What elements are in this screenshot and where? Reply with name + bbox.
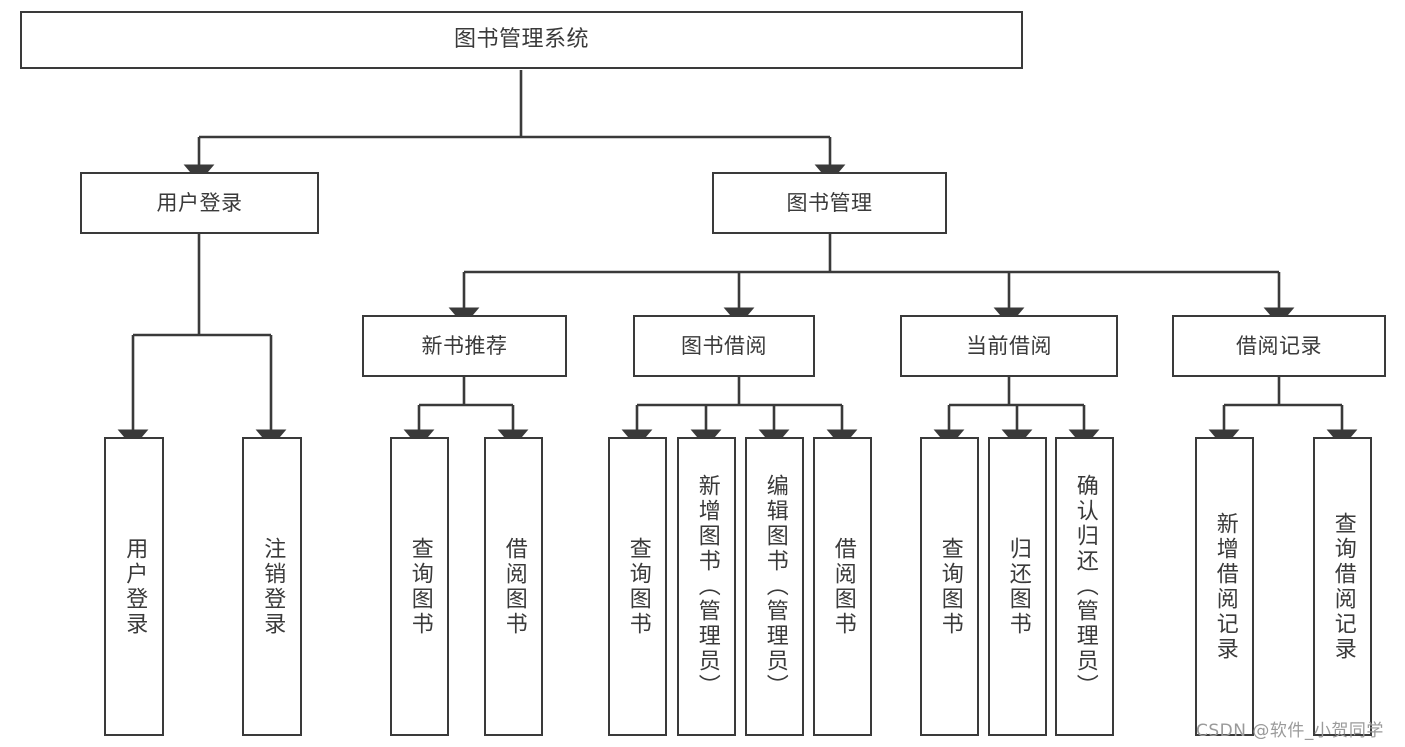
node-leaf-return-book-label: 归还图书 [1005,536,1031,637]
node-user-login-label: 用户登录 [156,190,243,215]
node-new-book-recommend[interactable]: 新书推荐 [362,315,567,377]
node-root[interactable]: 图书管理系统 [20,11,1023,69]
node-leaf-query-book-3[interactable]: 查询图书 [920,437,979,736]
node-current-borrow[interactable]: 当前借阅 [900,315,1118,377]
node-new-book-recommend-label: 新书推荐 [421,333,508,358]
node-leaf-add-book[interactable]: 新增图书（管理员） [677,437,736,736]
node-leaf-user-login-label: 用户登录 [122,536,148,637]
node-user-login[interactable]: 用户登录 [80,172,319,234]
node-leaf-return-book[interactable]: 归还图书 [988,437,1047,736]
node-leaf-add-record-label: 新增借阅记录 [1212,511,1238,662]
node-leaf-query-book-1[interactable]: 查询图书 [390,437,449,736]
node-leaf-borrow-book-2-label: 借阅图书 [830,536,856,637]
node-leaf-borrow-book-1-label: 借阅图书 [501,536,527,637]
node-borrow-record-label: 借阅记录 [1236,333,1322,358]
csdn-watermark: CSDN @软件_小贺同学 [1196,721,1384,741]
node-leaf-confirm-return-label: 确认归还（管理员） [1072,474,1098,699]
node-leaf-borrow-book-1[interactable]: 借阅图书 [484,437,543,736]
node-borrow-record[interactable]: 借阅记录 [1172,315,1386,377]
node-book-manage[interactable]: 图书管理 [712,172,947,234]
node-leaf-borrow-book-2[interactable]: 借阅图书 [813,437,872,736]
node-leaf-query-book-1-label: 查询图书 [407,536,433,637]
node-current-borrow-label: 当前借阅 [966,333,1052,358]
node-leaf-query-book-2-label: 查询图书 [625,536,651,637]
node-leaf-query-record[interactable]: 查询借阅记录 [1313,437,1372,736]
node-leaf-add-record[interactable]: 新增借阅记录 [1195,437,1254,736]
node-leaf-edit-book[interactable]: 编辑图书（管理员） [745,437,804,736]
node-leaf-add-book-label: 新增图书（管理员） [694,474,720,699]
node-leaf-logout-login-label: 注销登录 [260,536,286,637]
node-book-manage-label: 图书管理 [786,190,873,215]
node-leaf-query-record-label: 查询借阅记录 [1330,511,1356,662]
node-leaf-logout-login[interactable]: 注销登录 [242,437,302,736]
node-leaf-query-book-2[interactable]: 查询图书 [608,437,667,736]
node-book-borrow[interactable]: 图书借阅 [633,315,815,377]
node-leaf-query-book-3-label: 查询图书 [937,536,963,637]
node-root-label: 图书管理系统 [453,27,589,53]
node-leaf-edit-book-label: 编辑图书（管理员） [762,474,788,699]
node-book-borrow-label: 图书借阅 [681,333,767,358]
node-leaf-user-login[interactable]: 用户登录 [104,437,164,736]
node-leaf-confirm-return[interactable]: 确认归还（管理员） [1055,437,1114,736]
